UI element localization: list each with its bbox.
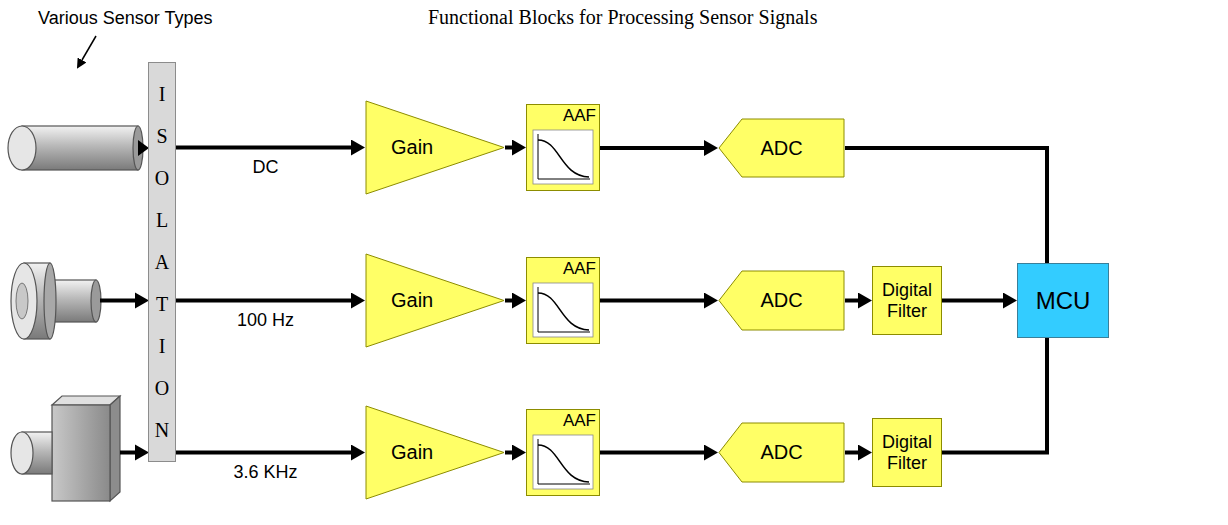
anti-alias-filter: AAF <box>526 104 600 191</box>
block-label: MCU <box>1036 287 1091 315</box>
signal-arrow <box>600 146 704 150</box>
anti-alias-filter: AAF <box>526 257 600 344</box>
block-label: AAF <box>563 106 596 126</box>
input-arrowhead <box>135 293 149 309</box>
signal-arrow <box>845 451 858 455</box>
digital-filter-box: Digital Filter <box>872 266 942 335</box>
adc-block: ADC <box>718 118 845 178</box>
signal-frequency-label: 100 Hz <box>235 310 296 331</box>
isolation-barrier: ISOLATION <box>148 62 176 462</box>
anti-alias-filter: AAF <box>526 409 600 496</box>
leader-line <box>82 36 96 60</box>
signal-arrow <box>176 451 351 455</box>
block-label: AAF <box>563 259 596 279</box>
block-label: ADC <box>760 441 802 464</box>
block-label: Gain <box>391 136 433 159</box>
cylinder-sensor <box>8 126 143 170</box>
signal-arrow <box>942 299 1003 303</box>
node-outline <box>365 253 505 348</box>
input-wire <box>100 299 136 303</box>
block-label: Digital Filter <box>877 280 937 321</box>
node-outline <box>365 405 505 500</box>
annotation-label: Various Sensor Types <box>38 8 212 29</box>
block-label: Digital Filter <box>877 432 937 473</box>
mcu-block: MCU <box>1017 263 1109 338</box>
signal-arrow <box>600 299 704 303</box>
input-arrowhead <box>138 140 149 156</box>
signal-arrow <box>176 146 351 150</box>
node-outline <box>365 100 505 195</box>
signal-arrow <box>176 299 351 303</box>
signal-arrow <box>845 299 858 303</box>
gain-amplifier: Gain <box>365 405 505 500</box>
block-label: Gain <box>391 289 433 312</box>
adc-block: ADC <box>718 422 845 483</box>
input-arrowhead <box>135 445 149 461</box>
stepped-sensor <box>11 263 101 339</box>
gain-amplifier: Gain <box>365 253 505 348</box>
input-wire <box>120 451 136 455</box>
digital-filter-box: Digital Filter <box>872 418 942 487</box>
block-label: AAF <box>563 411 596 431</box>
signal-arrow <box>505 451 512 455</box>
signal-arrow <box>600 451 704 455</box>
gain-amplifier: Gain <box>365 100 505 195</box>
vertical-label: ISOLATION <box>155 73 170 451</box>
block-label: ADC <box>760 289 802 312</box>
signal-arrow <box>505 146 512 150</box>
block-label: Gain <box>391 441 433 464</box>
signal-frequency-label: DC <box>251 157 281 178</box>
adc-block: ADC <box>718 270 845 331</box>
box-sensor <box>11 396 120 501</box>
block-label: ADC <box>760 137 802 160</box>
signal-arrow <box>505 299 512 303</box>
signal-frequency-label: 3.6 KHz <box>231 462 299 483</box>
diagram-title: Functional Blocks for Processing Sensor … <box>428 6 817 29</box>
